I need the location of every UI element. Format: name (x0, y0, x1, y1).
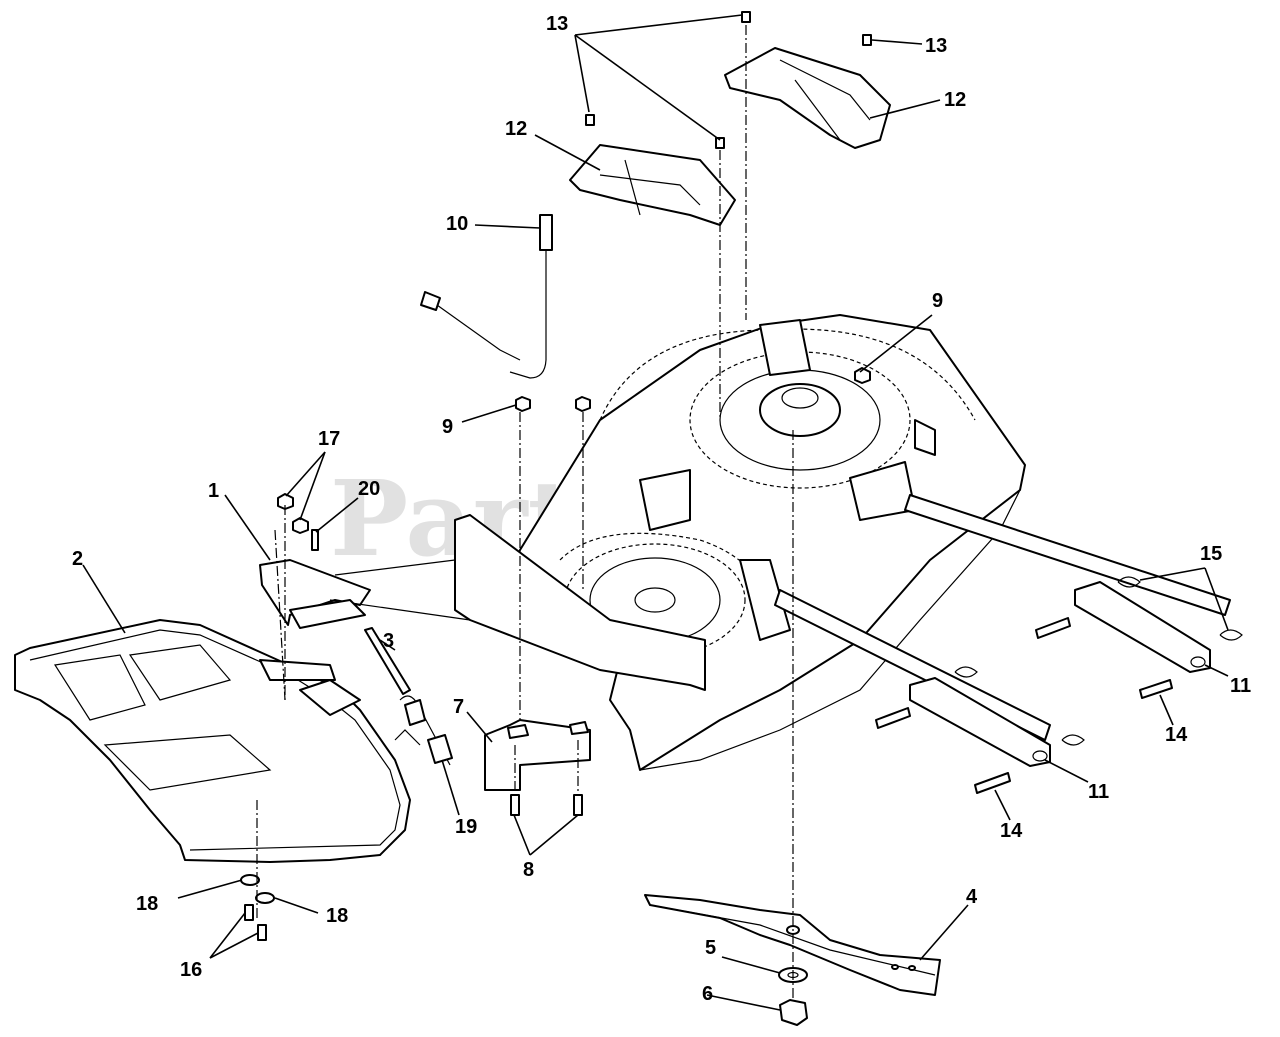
part-14-pins (875, 617, 1173, 794)
callout-6: 6 (702, 983, 713, 1005)
callout-17: 17 (318, 428, 340, 450)
callout-14-rear: 14 (1165, 724, 1188, 746)
part-12-belt-cover-right (724, 47, 891, 149)
part-6-nut (779, 999, 808, 1026)
deck-front-plate (454, 514, 706, 691)
callout-12-right: 12 (944, 89, 966, 111)
callout-11-front: 11 (1088, 781, 1109, 803)
part-7-baffle (484, 719, 591, 791)
part-16-bolts (244, 904, 267, 941)
leader-lines (82, 14, 1229, 1011)
part-15-clips (954, 576, 1243, 746)
part-19-spring (394, 695, 453, 766)
callout-9-left: 9 (442, 416, 453, 438)
callout-1: 1 (208, 480, 219, 502)
callout-labels: 1 2 3 4 5 6 7 8 9 9 10 11 11 12 12 13 13… (72, 13, 1251, 1005)
callout-18-right: 18 (326, 905, 348, 927)
part-13-bolts (585, 11, 872, 149)
part-4-blade (644, 894, 941, 996)
callout-20: 20 (358, 478, 380, 500)
assembly-axis-lines (256, 25, 794, 1000)
callout-13-left: 13 (546, 13, 568, 35)
callout-16: 16 (180, 959, 202, 981)
part-2-discharge-chute (14, 619, 411, 863)
callout-5: 5 (705, 937, 716, 959)
callout-19: 19 (455, 816, 477, 838)
callout-3: 3 (383, 630, 394, 652)
callout-4: 4 (966, 886, 978, 908)
callout-12-left: 12 (505, 118, 527, 140)
part-10-cable (420, 214, 553, 379)
part-20-pin (311, 529, 319, 551)
callout-13-right: 13 (925, 35, 947, 57)
callout-14-front: 14 (1000, 820, 1023, 842)
rear-lift-bar (774, 494, 1231, 741)
part-3-rod (364, 627, 411, 695)
part-8-bolts (510, 794, 583, 816)
part-17-nuts (277, 493, 309, 534)
callout-7: 7 (453, 696, 464, 718)
callout-11-rear: 11 (1230, 675, 1251, 697)
part-12-belt-cover-left (569, 144, 736, 226)
part-1-bracket (259, 559, 471, 629)
callout-15: 15 (1200, 543, 1222, 565)
callout-18-left: 18 (136, 893, 158, 915)
callout-2: 2 (72, 548, 83, 570)
callout-9-right: 9 (932, 290, 943, 312)
callout-8: 8 (523, 859, 534, 881)
callout-10: 10 (446, 213, 468, 235)
part-9-nuts (515, 367, 871, 412)
